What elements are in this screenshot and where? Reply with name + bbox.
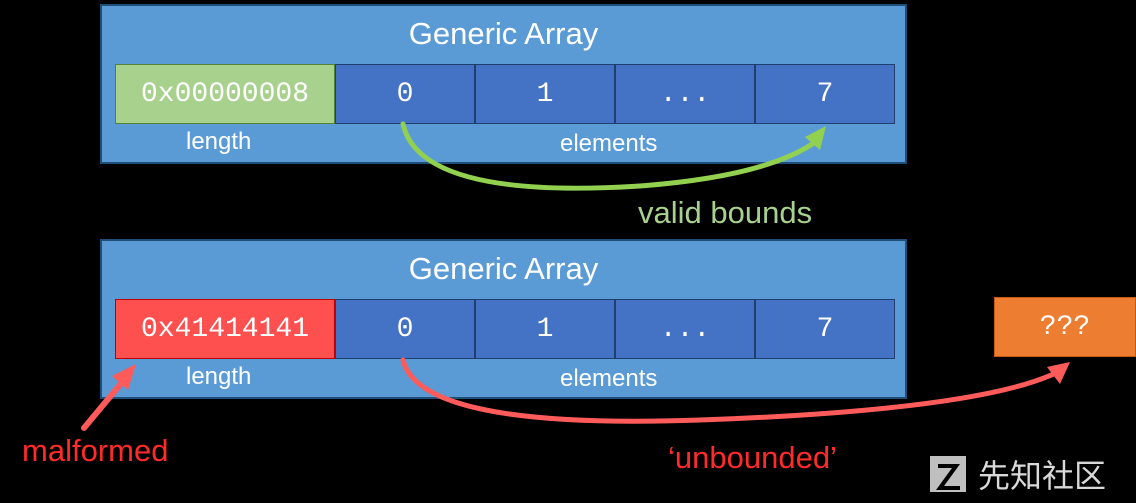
unbounded-arrowhead <box>1047 362 1070 384</box>
element-cell: ... <box>615 299 755 359</box>
unknown-memory-cell: ??? <box>994 297 1136 357</box>
element-cell: 0 <box>335 64 475 124</box>
malformed-caption: malformed <box>22 433 169 468</box>
array-title: Generic Array <box>408 251 599 286</box>
element-cell: ... <box>615 64 755 124</box>
array-title: Generic Array <box>408 16 599 51</box>
generic-array-valid: Generic Array 0x00000008 0 1 ... 7 lengt… <box>100 4 907 164</box>
valid-bounds-arrowhead <box>805 126 826 150</box>
malformed-arrow <box>81 377 127 431</box>
valid-bounds-arrow <box>400 121 821 191</box>
length-cell: 0x41414141 <box>115 299 335 359</box>
unbounded-caption: ‘unbounded’ <box>668 440 837 475</box>
watermark: 先知社区 <box>930 452 1106 496</box>
element-cell: 7 <box>755 64 895 124</box>
element-cell: 0 <box>335 299 475 359</box>
element-cell: 7 <box>755 299 895 359</box>
length-label: length <box>186 128 252 155</box>
xianzhi-logo-icon <box>930 456 966 492</box>
unbounded-arrow <box>400 357 1061 424</box>
element-cell: 1 <box>475 299 615 359</box>
valid-bounds-caption: valid bounds <box>638 195 813 230</box>
elements-label: elements <box>560 365 658 392</box>
element-cell: 1 <box>475 64 615 124</box>
malformed-arrowhead <box>112 364 136 390</box>
generic-array-malformed: Generic Array 0x41414141 0 1 ... 7 lengt… <box>100 239 907 399</box>
elements-label: elements <box>560 130 658 157</box>
watermark-text: 先知社区 <box>978 458 1107 494</box>
length-cell: 0x00000008 <box>115 64 335 124</box>
length-label: length <box>186 363 252 390</box>
